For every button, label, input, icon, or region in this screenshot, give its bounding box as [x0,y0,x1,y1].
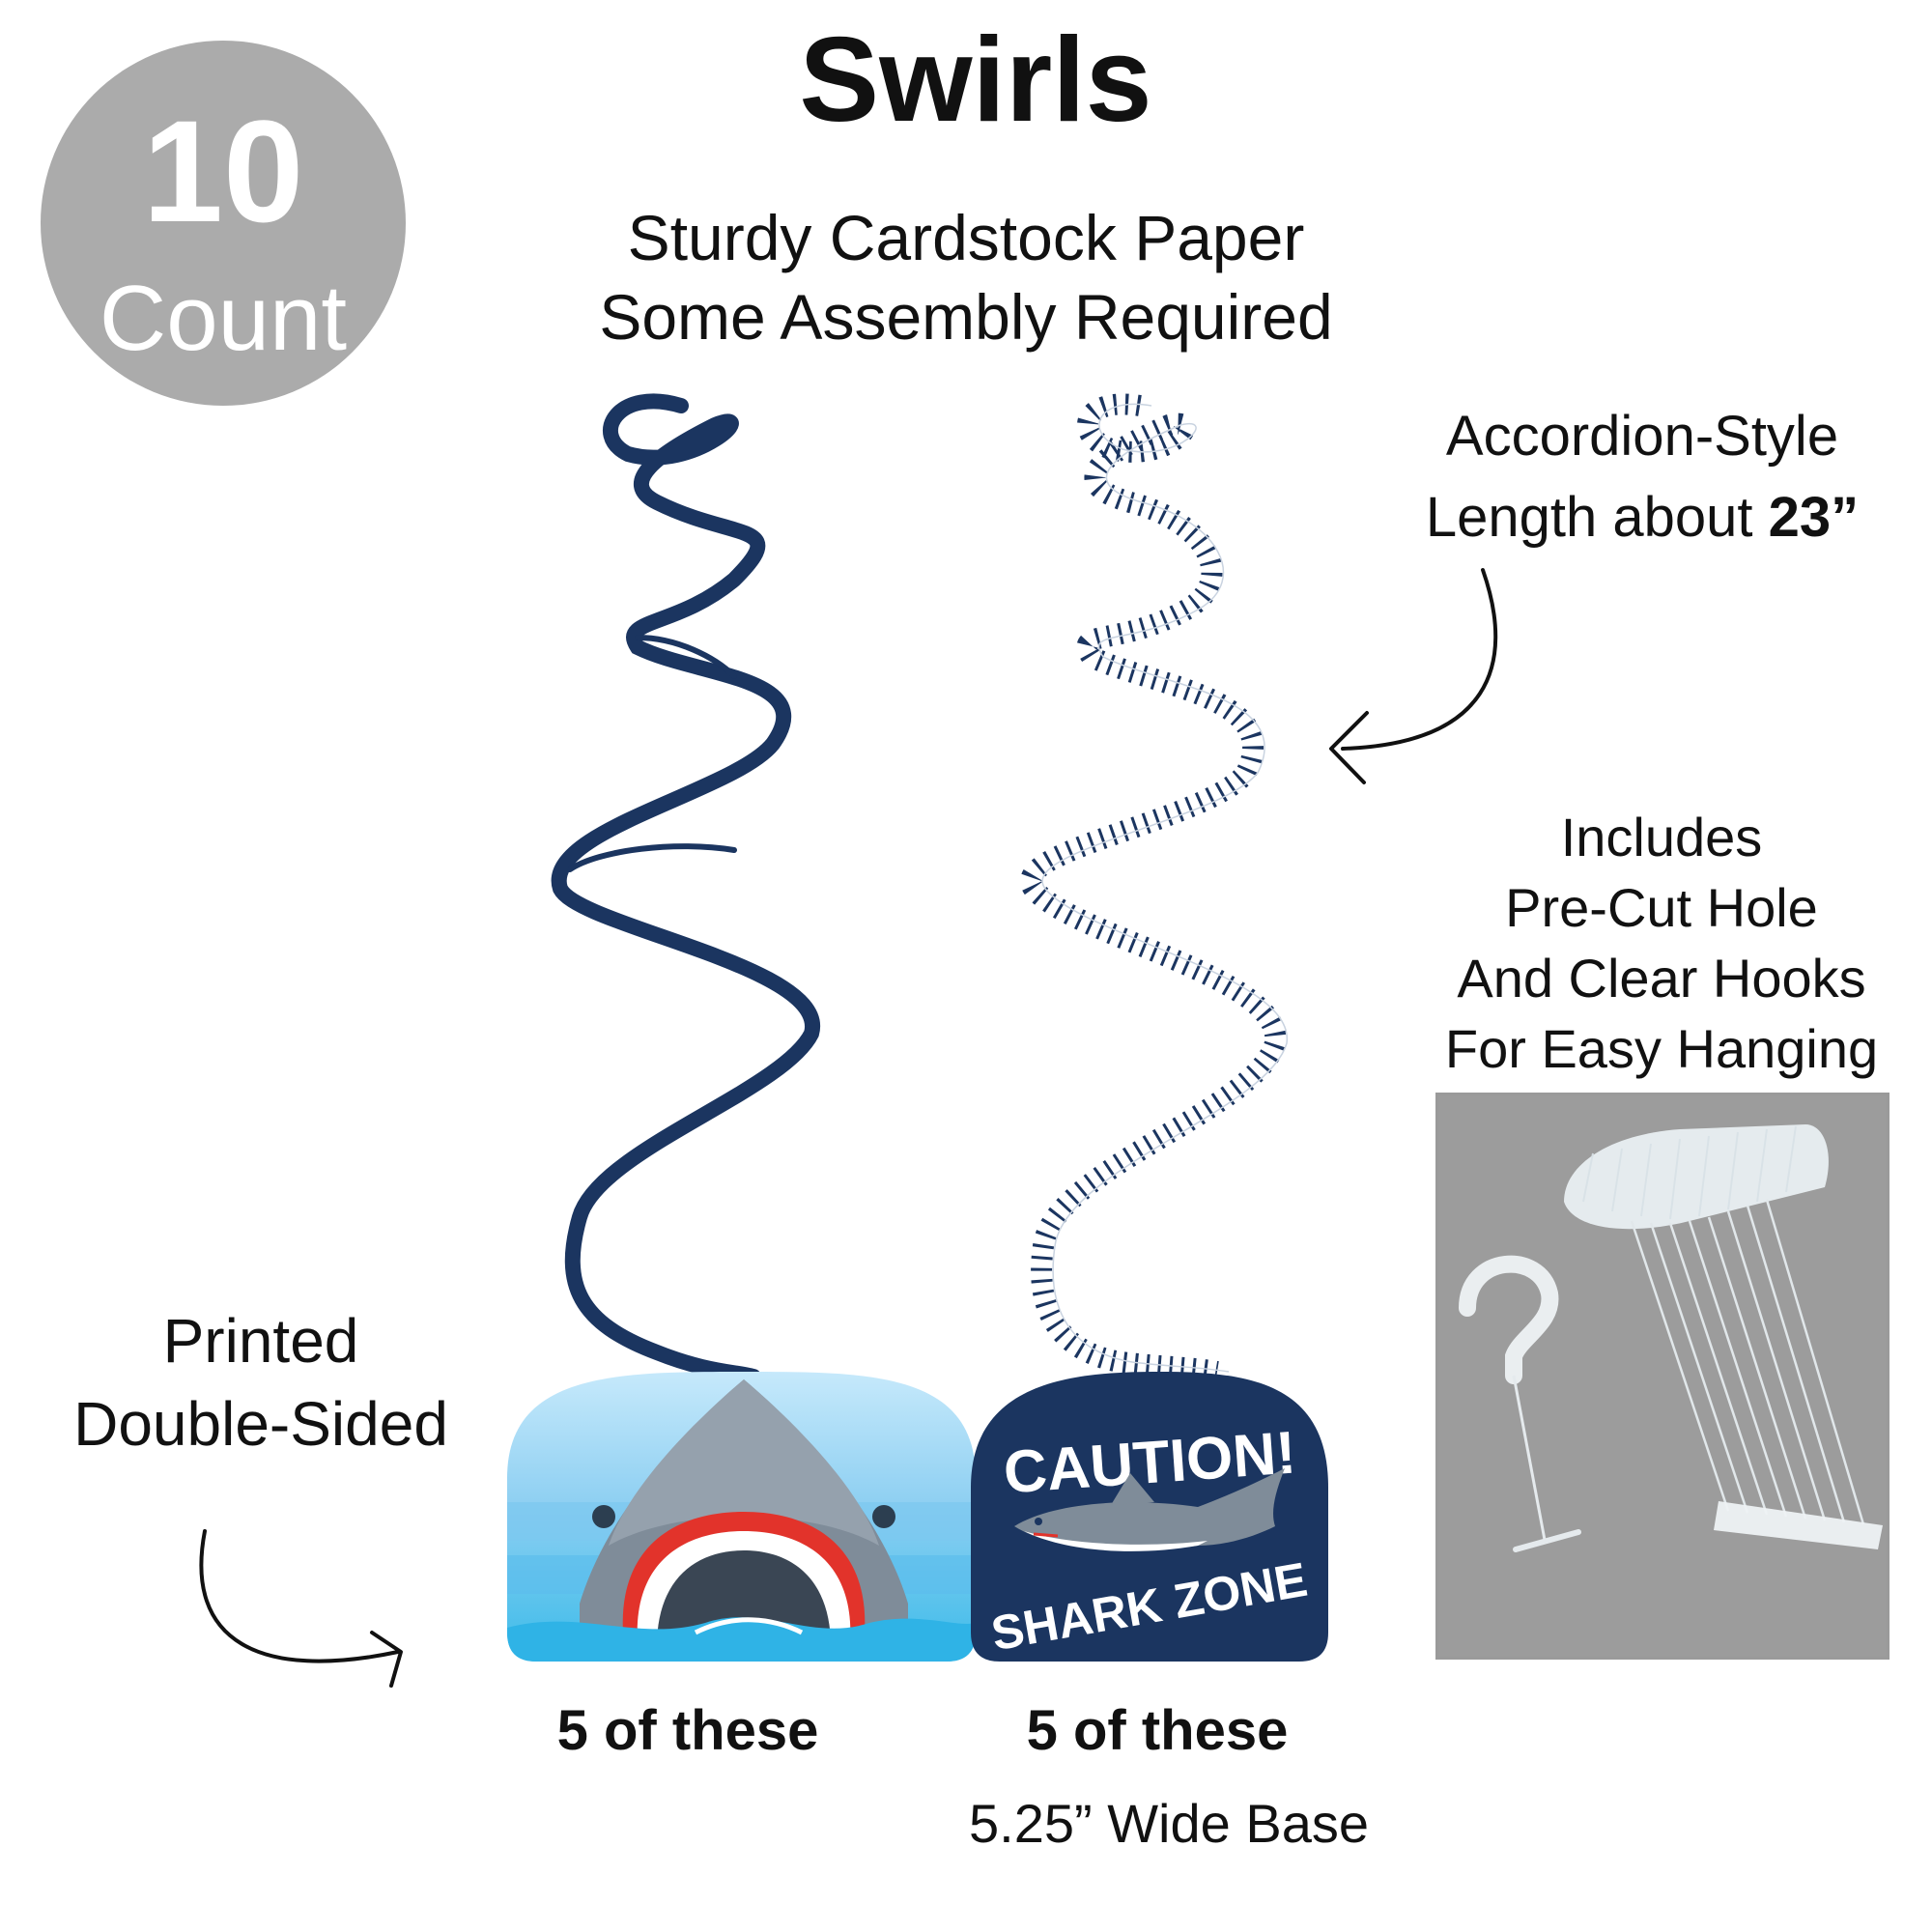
navy-swirl-ribbon-thin [567,635,737,872]
hooks-callout: Includes Pre-Cut Hole And Clear Hooks Fo… [1391,802,1932,1084]
curved-arrow-right-head [370,1631,403,1688]
accordion-line-1: Accordion-Style [1445,405,1839,468]
page-title: Swirls [799,14,1152,147]
subtitle-line-1: Sturdy Cardstock Paper [627,202,1305,273]
accordion-callout: Accordion-Style Length about 23” [1352,396,1932,558]
printed-line-1: Printed [162,1306,359,1376]
count-badge-word: Count [99,267,348,370]
clear-hooks-photo [1435,1093,1889,1660]
hooks-line-1: Includes [1560,807,1763,867]
right-item-count-label: 5 of these [1026,1699,1289,1762]
left-item-count-label: 5 of these [556,1699,819,1762]
striped-swirl-edge [1041,403,1288,1373]
caution-base-card: CAUTION! SHARK ZONE [971,1372,1328,1662]
printed-line-2: Double-Sided [73,1389,448,1459]
count-badge-number: 10 [142,90,304,252]
subtitle: Sturdy Cardstock Paper Some Assembly Req… [483,198,1449,356]
count-badge: 10 Count [41,41,406,406]
curved-arrow-left-icon [1341,568,1498,751]
shark-base-card [507,1372,976,1662]
hooks-line-3: And Clear Hooks [1457,948,1866,1009]
accordion-line-2: Length about 23” [1352,477,1932,558]
striped-swirl-ribbon [1020,393,1287,1382]
curved-arrow-right-icon [199,1529,400,1663]
accordion-length-prefix: Length about [1425,486,1769,549]
hooks-line-4: For Easy Hanging [1444,1018,1879,1079]
accordion-length-value: 23” [1768,486,1860,549]
shark-icon [1014,1468,1285,1551]
printed-callout: Printed Double-Sided [10,1299,512,1465]
hooks-line-2: Pre-Cut Hole [1505,877,1818,938]
subtitle-line-2: Some Assembly Required [599,281,1333,353]
clear-hooks-illustration [1438,1095,1887,1657]
base-width-label: 5.25” Wide Base [969,1793,1369,1854]
curved-arrow-left-head [1329,711,1369,784]
navy-swirl-ribbon [551,393,820,1384]
